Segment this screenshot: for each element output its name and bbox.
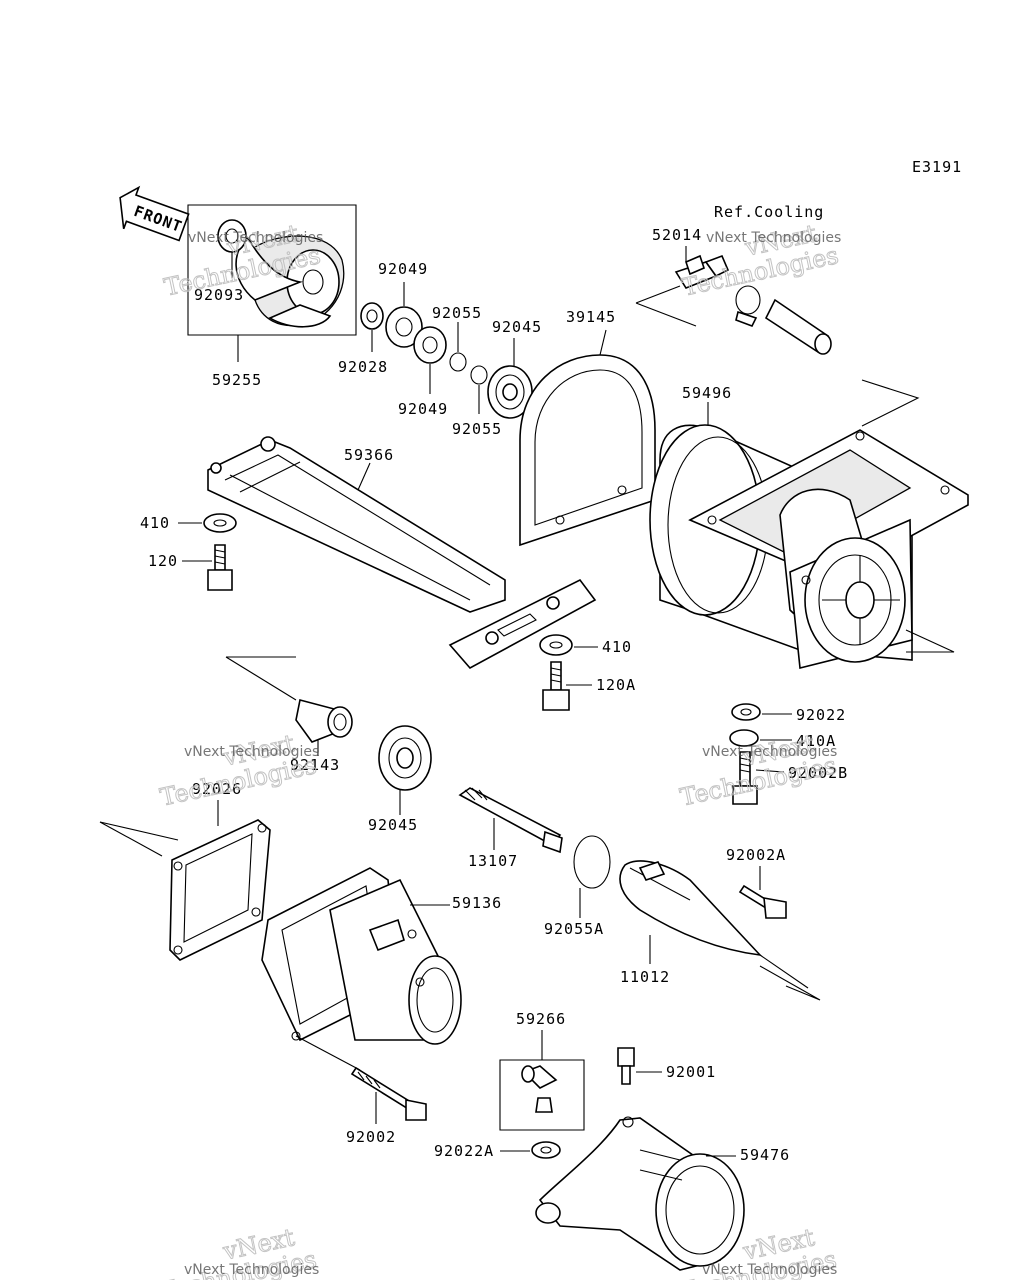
svg-text:vNext Technologies: vNext Technologies xyxy=(188,230,323,246)
part-92049-washer-b[interactable] xyxy=(413,326,447,394)
label-59136: 59136 xyxy=(452,894,502,912)
part-cooling-clamp-hose[interactable] xyxy=(735,285,832,355)
label-92055-top: 92055 xyxy=(432,304,482,322)
part-92055-oring-b[interactable] xyxy=(470,365,488,414)
front-arrow-icon: FRONT xyxy=(119,185,190,242)
part-92001-bolt[interactable] xyxy=(617,1047,662,1085)
label-59266: 59266 xyxy=(516,1010,566,1028)
part-59496-pump-case[interactable] xyxy=(649,379,969,669)
part-410-washer-left[interactable] xyxy=(178,513,237,533)
label-92049-bottom: 92049 xyxy=(398,400,448,418)
label-92049-top: 92049 xyxy=(378,260,428,278)
label-92093: 92093 xyxy=(194,286,244,304)
label-52014: 52014 xyxy=(652,226,702,244)
part-13107-shaft[interactable] xyxy=(458,787,563,854)
svg-text:vNext Technologies: vNext Technologies xyxy=(706,230,841,246)
part-92026-gasket[interactable] xyxy=(99,800,271,961)
label-92143: 92143 xyxy=(290,756,340,774)
part-92022A-washer[interactable] xyxy=(500,1141,561,1159)
part-92002B-bolt[interactable] xyxy=(732,751,785,805)
label-59366: 59366 xyxy=(344,446,394,464)
part-120A-bolt[interactable] xyxy=(542,661,592,711)
svg-text:vNext Technologies: vNext Technologies xyxy=(702,744,837,760)
label-11012: 11012 xyxy=(620,968,670,986)
label-120: 120 xyxy=(148,552,178,570)
part-92002A-bolt[interactable] xyxy=(738,866,787,919)
part-92055-oring-a[interactable] xyxy=(449,322,467,372)
part-92045-bearing-b[interactable] xyxy=(378,725,432,815)
label-92045-bottom: 92045 xyxy=(368,816,418,834)
label-120A: 120A xyxy=(596,676,636,694)
label-92002: 92002 xyxy=(346,1128,396,1146)
part-59366-plate[interactable] xyxy=(207,436,597,670)
part-59266-grease-fitting[interactable] xyxy=(499,1030,585,1131)
label-92002A: 92002A xyxy=(726,846,786,864)
part-92055A-oring[interactable] xyxy=(573,835,611,918)
label-39145: 39145 xyxy=(566,308,616,326)
part-120-bolt[interactable] xyxy=(182,544,233,591)
ref-cooling-label: Ref.Cooling xyxy=(714,203,824,221)
part-410A-washer[interactable] xyxy=(729,729,792,747)
part-92143-collar[interactable] xyxy=(225,656,353,756)
svg-text:vNext Technologies: vNext Technologies xyxy=(184,1262,319,1278)
label-92055-bottom: 92055 xyxy=(452,420,502,438)
part-92022-washer[interactable] xyxy=(731,703,792,721)
part-92049-washer-a[interactable] xyxy=(385,282,423,348)
label-92022: 92022 xyxy=(796,706,846,724)
part-92002-bolt[interactable] xyxy=(350,1066,427,1124)
callout-box-59255 xyxy=(187,204,357,336)
part-39145-gasket[interactable] xyxy=(519,329,656,547)
label-410-middle: 410 xyxy=(602,638,632,656)
label-13107: 13107 xyxy=(468,852,518,870)
label-92045-top: 92045 xyxy=(492,318,542,336)
part-410-washer-middle[interactable] xyxy=(539,634,598,656)
part-11012-cone[interactable] xyxy=(619,860,821,1001)
part-92028-collar[interactable] xyxy=(360,302,384,352)
label-410A: 410A xyxy=(796,732,836,750)
part-59476-nozzle[interactable] xyxy=(535,1116,745,1271)
label-92001: 92001 xyxy=(666,1063,716,1081)
label-92055A: 92055A xyxy=(544,920,604,938)
part-52014-fitting[interactable] xyxy=(635,246,730,327)
svg-text:vNext Technologies: vNext Technologies xyxy=(702,1262,837,1278)
label-59496: 59496 xyxy=(682,384,732,402)
label-92002B: 92002B xyxy=(788,764,848,782)
label-92028: 92028 xyxy=(338,358,388,376)
part-59255-impeller[interactable] xyxy=(187,204,357,362)
svg-text:vNext Technologies: vNext Technologies xyxy=(184,744,319,760)
label-92022A: 92022A xyxy=(434,1142,494,1160)
label-410-left: 410 xyxy=(140,514,170,532)
label-59255: 59255 xyxy=(212,371,262,389)
label-92026: 92026 xyxy=(192,780,242,798)
diagram-code: E3191 xyxy=(912,158,962,176)
part-59136-housing[interactable] xyxy=(261,867,462,1071)
label-59476: 59476 xyxy=(740,1146,790,1164)
